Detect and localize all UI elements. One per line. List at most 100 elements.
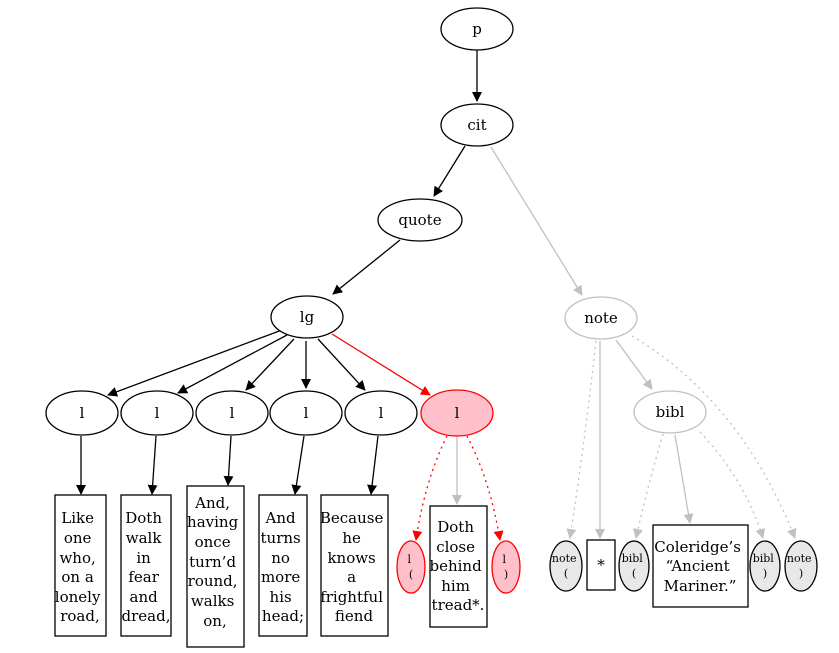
edge-lg-l1: [107, 329, 283, 397]
edge-quote-lg: [332, 239, 401, 295]
star-text: *: [597, 556, 605, 574]
text-box-3-text: And, having once turn’d round, walks on,: [187, 494, 243, 630]
node-note-label: note: [584, 309, 618, 327]
text-line: behind: [430, 557, 483, 575]
edge-bibl-biblopen: [633, 433, 664, 539]
text-line: turns: [261, 529, 301, 547]
text-line: frightful: [320, 588, 383, 606]
text-line: round,: [188, 572, 238, 590]
text-box-4: And turns no more his head;: [258, 494, 308, 637]
marker-label: ): [763, 567, 767, 580]
text-line: head;: [262, 607, 304, 625]
coleridge-box: Coleridge’s “Ancient Mariner.”: [652, 524, 749, 608]
svg-text:bibl (: bibl (: [622, 552, 647, 580]
text-line: and: [130, 588, 159, 606]
text-box-3: And, having once turn’d round, walks on,: [186, 485, 245, 648]
node-l3: l: [195, 390, 269, 436]
marker-label: ): [504, 568, 508, 581]
edges: [76, 50, 797, 541]
edge-cit-quote: [433, 145, 466, 197]
marker-bibl-open: bibl (: [618, 540, 650, 592]
text-line: having: [187, 513, 239, 531]
node-l3-label: l: [230, 404, 235, 422]
text-line: once: [195, 533, 231, 551]
text-line: no: [271, 549, 290, 567]
text-line: road,: [60, 607, 100, 625]
text-box-6: Doth close behind him tread*.: [429, 505, 488, 628]
edge-cit-note: [490, 146, 583, 296]
text-box-4-text: And turns no more his head;: [261, 509, 306, 625]
edge-note-noteclose: [631, 335, 797, 539]
text-line: close: [436, 538, 475, 556]
text-line: knows: [327, 549, 375, 567]
marker-note-open: note (: [549, 540, 583, 592]
text-line: turn’d: [189, 553, 236, 571]
edge-l4-t4: [291, 435, 305, 495]
node-l4: l: [269, 390, 343, 436]
text-line: a: [347, 568, 356, 586]
node-lg-label: lg: [300, 308, 315, 326]
text-boxes: Like one who, on a lonely road, Doth wal…: [54, 485, 749, 648]
text-box-6-text: Doth close behind him tread*.: [430, 518, 487, 614]
edge-l6-lopen: [412, 435, 448, 541]
text-line: “Ancient: [666, 557, 730, 575]
coleridge-text: Coleridge’s “Ancient Mariner.”: [654, 538, 745, 595]
node-l4-label: l: [304, 404, 309, 422]
marker-label: (: [564, 567, 568, 580]
text-line: Like: [61, 509, 94, 527]
marker-label: bibl: [622, 552, 644, 565]
svg-text:bibl ): bibl ): [753, 552, 778, 580]
edge-note-bibl: [615, 339, 653, 390]
marker-label: note: [787, 552, 812, 565]
star-box: *: [586, 539, 616, 591]
text-line: Mariner.”: [664, 577, 737, 595]
marker-bibl-close: bibl ): [749, 540, 781, 592]
text-box-5-text: Because he knows a frightful fiend: [320, 509, 388, 625]
node-cit: cit: [440, 103, 514, 147]
text-line: walk: [126, 529, 163, 547]
text-line: walks: [191, 592, 234, 610]
marker-l-close: l ): [491, 540, 521, 594]
nodes: p cit quote lg note bibl l l: [45, 7, 707, 437]
edge-l3-t3: [223, 435, 234, 486]
svg-text:note ): note ): [787, 552, 815, 580]
edge-l2-t2: [147, 435, 158, 495]
node-l6-label: l: [455, 404, 460, 422]
edge-l5-t5: [367, 435, 379, 495]
marker-label: (: [409, 568, 413, 581]
marker-label: l: [502, 553, 506, 566]
node-l6: l: [420, 389, 494, 437]
edge-lg-l2: [177, 334, 288, 394]
edge-lg-l6: [331, 333, 431, 396]
text-line: him: [441, 577, 470, 595]
edge-bibl-coleridge: [674, 434, 694, 524]
text-line: Doth: [125, 509, 162, 527]
node-cit-label: cit: [467, 116, 486, 134]
marker-label: bibl: [753, 552, 775, 565]
marker-note-close: note ): [784, 540, 818, 592]
marker-label: (: [632, 567, 636, 580]
svg-text:note (: note (: [552, 552, 580, 580]
text-box-2-text: Doth walk in fear and dread,: [122, 509, 171, 625]
text-line: fiend: [335, 607, 374, 625]
node-p: p: [440, 7, 514, 51]
text-line: his: [270, 588, 292, 606]
text-line: who,: [59, 549, 95, 567]
text-line: lonely: [55, 588, 101, 606]
text-line: Because: [320, 509, 384, 527]
text-line: And: [265, 509, 296, 527]
node-l5: l: [344, 390, 418, 436]
text-line: he: [342, 529, 361, 547]
text-line: in: [136, 549, 151, 567]
edge-bibl-biblclose: [699, 431, 766, 539]
svg-text:l ): l ): [502, 553, 509, 581]
node-bibl: bibl: [633, 390, 707, 434]
node-p-label: p: [472, 20, 482, 38]
marker-label: l: [407, 553, 411, 566]
text-line: tread*.: [432, 596, 485, 614]
text-box-5: Because he knows a frightful fiend: [320, 494, 389, 637]
edge-note-noteopen: [566, 340, 597, 539]
text-line: more: [261, 568, 300, 586]
node-l5-label: l: [379, 404, 384, 422]
